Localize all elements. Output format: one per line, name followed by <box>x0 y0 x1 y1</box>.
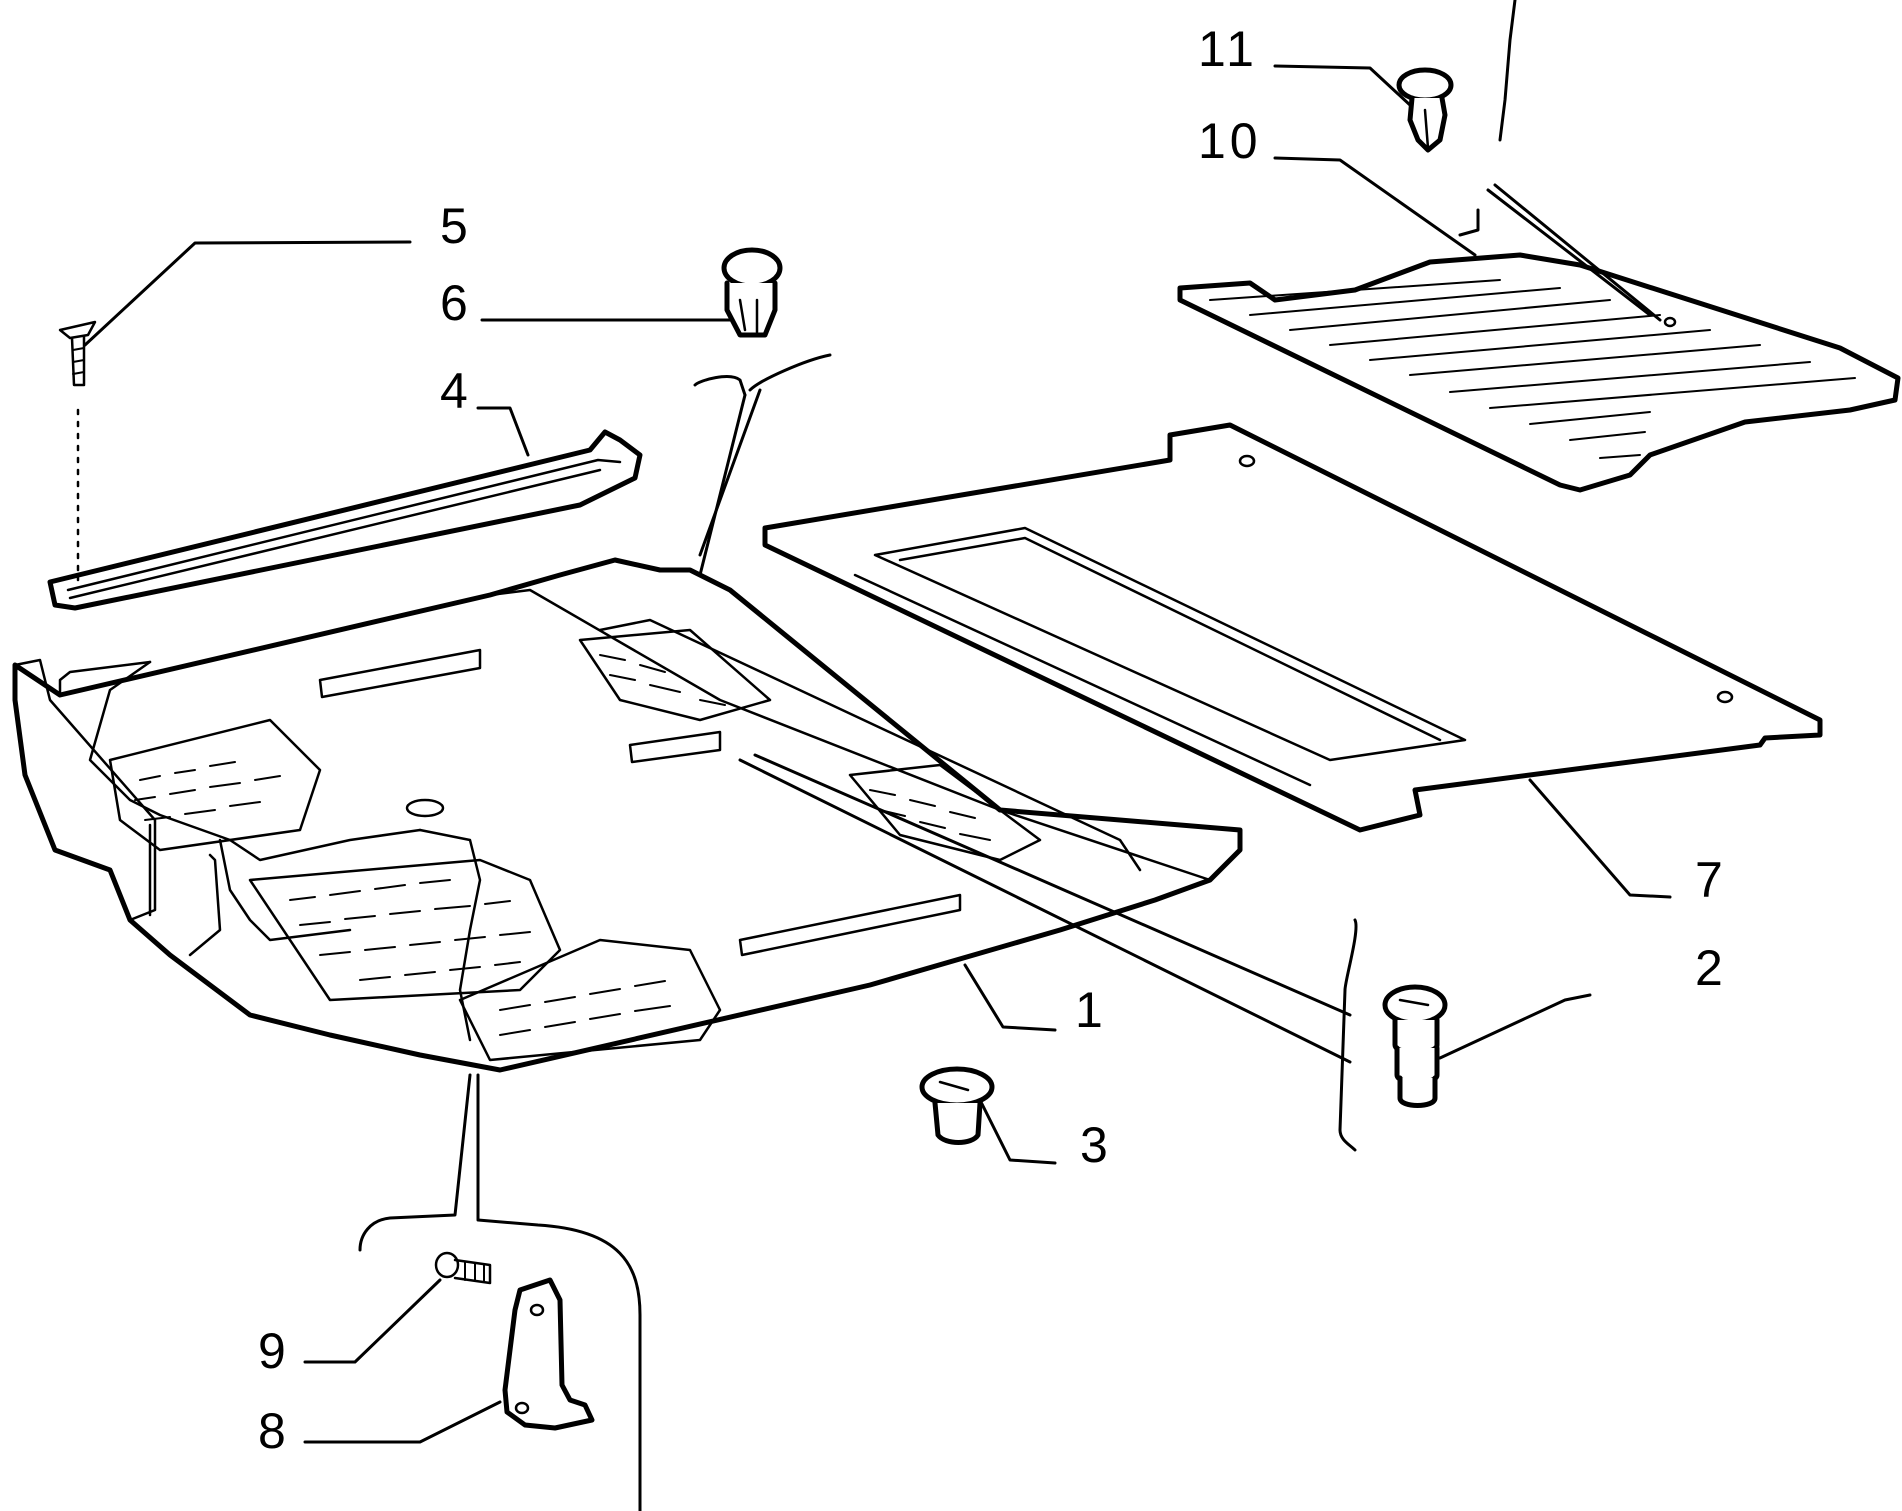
sill-strip-part-4[interactable] <box>47 429 643 611</box>
callout-7: 7 <box>1695 852 1727 908</box>
leader-lines <box>83 64 1672 1444</box>
callout-labels: 1 2 3 4 5 6 7 8 9 10 11 <box>258 21 1727 1459</box>
clip-part-11[interactable] <box>1396 67 1454 153</box>
callout-4: 4 <box>440 363 472 419</box>
callout-1: 1 <box>1075 982 1107 1038</box>
bracket-part-8[interactable] <box>502 1277 595 1431</box>
bolt-part-9[interactable] <box>434 1251 492 1285</box>
clip-part-6[interactable] <box>721 247 783 338</box>
callout-9: 9 <box>258 1323 290 1379</box>
callout-11: 11 <box>1198 21 1258 77</box>
screw-part-5[interactable] <box>58 320 97 582</box>
callout-6: 6 <box>440 275 472 331</box>
plug-part-3[interactable] <box>919 1066 995 1145</box>
callout-2: 2 <box>1695 940 1727 996</box>
load-floor-panel-part-7[interactable] <box>762 422 1823 833</box>
callout-5: 5 <box>440 198 472 254</box>
callout-3: 3 <box>1080 1117 1112 1173</box>
callout-8: 8 <box>258 1403 290 1459</box>
rear-mat-part-10[interactable] <box>1177 252 1901 493</box>
floor-mat-part-1[interactable] <box>12 557 1243 1073</box>
plug-part-2[interactable] <box>1382 984 1448 1108</box>
detail-frames <box>358 0 1662 1511</box>
callout-10: 10 <box>1198 113 1262 169</box>
